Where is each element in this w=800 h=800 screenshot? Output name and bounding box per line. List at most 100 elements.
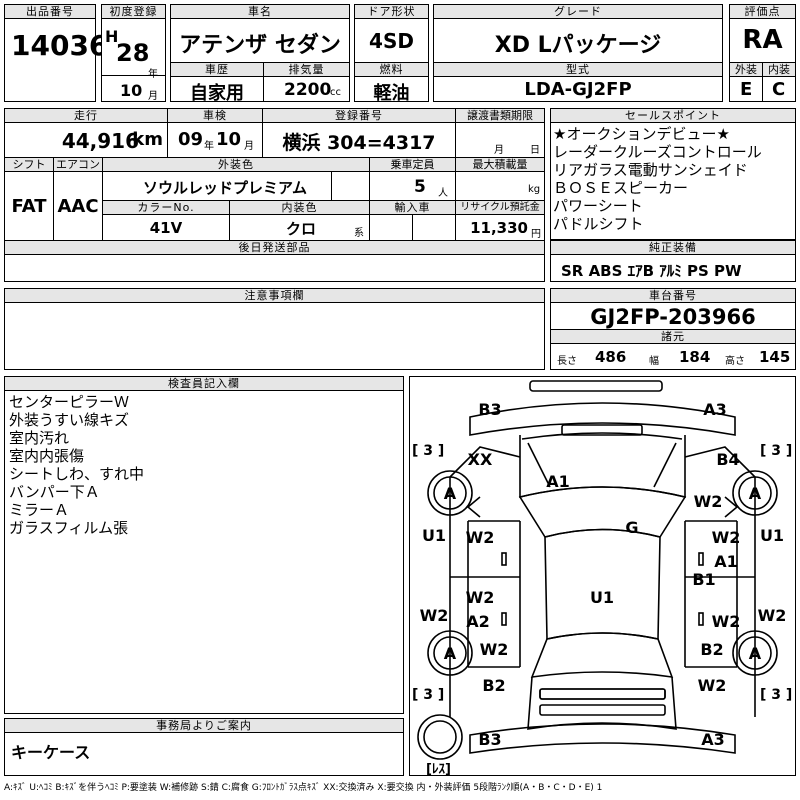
width-label: 幅 [649, 356, 659, 367]
damage-label: U1 [422, 526, 446, 545]
era: H [105, 27, 119, 46]
mileage-unit: km [132, 129, 163, 150]
int-color-unit: 系 [354, 228, 364, 239]
width: 184 [679, 348, 711, 366]
ext-int-box: 外装 内装 E C [729, 62, 796, 102]
ac: AAC [57, 196, 99, 217]
damage-label: W2 [758, 606, 787, 625]
capacity-unit: 人 [438, 188, 448, 199]
capacity-header: 乗車定員 [370, 158, 455, 172]
model-type-header: 型式 [434, 63, 722, 77]
damage-label: B4 [716, 450, 739, 469]
exterior-grade: E [740, 79, 753, 100]
insp-year: 09 [178, 129, 204, 150]
ext-color-header: 外装色 [103, 158, 369, 172]
max-load-box: 最大積載量 kg [455, 157, 545, 201]
tire-grade: A [749, 644, 762, 663]
inspection-box: 車検 09 年 10 月 [167, 108, 263, 158]
car-diagram: B3 A3 XX A1 B4 W2 U1 W2 G W2 A1 B1 U1 W2… [409, 376, 796, 776]
exterior-header: 外装 [730, 63, 763, 77]
score: RA [742, 25, 783, 55]
specs-box: 諸元 長さ 486 幅 184 高さ 145 [550, 329, 796, 370]
tire-count: [ 3 ] [760, 687, 792, 703]
mileage-header: 走行 [5, 109, 167, 123]
fuel: 軽油 [373, 83, 410, 104]
transfer-day-unit: 日 [530, 145, 540, 156]
door-box: ドア形状 4SD [354, 4, 429, 64]
genuine-box: 純正装備 SR ABS ｴｱB ｱﾙﾐ PS PW [550, 240, 796, 282]
displacement-header: 排気量 [264, 63, 349, 77]
displacement-unit: cc [330, 87, 341, 98]
damage-label: U1 [590, 588, 614, 607]
sales-point-item: パワーシート [553, 197, 643, 215]
damage-label: W2 [466, 528, 495, 547]
history-box: 車歴 自家用 [170, 62, 264, 104]
sales-point-item: レーダークルーズコントロール [553, 143, 762, 161]
mileage: 44,916 [61, 129, 139, 153]
damage-label: W2 [466, 588, 495, 607]
sales-point-item: パドルシフト [553, 215, 644, 233]
first-reg-header: 初度登録 [102, 5, 165, 19]
sales-point-item: ＢＯＳＥスピーカー [553, 179, 689, 197]
car-name-header: 車名 [171, 5, 349, 19]
tire-count: [ 3 ] [760, 443, 792, 459]
month-unit: 月 [148, 91, 158, 102]
tire-grade: A [749, 484, 762, 503]
legend: A:ｷｽﾞ U:ﾍｺﾐ B:ｷｽﾞを伴うﾍｺﾐ P:要塗装 W:補修跡 S:錆 … [4, 783, 603, 793]
inspector-note: センターピラーＷ [9, 393, 130, 411]
grade-header: グレード [434, 5, 722, 19]
recycle: 11,330 [470, 219, 528, 237]
inspector-note: ミラーＡ [9, 501, 70, 519]
reg-no-box: 登録番号 横浜 304=4317 [262, 108, 456, 158]
fuel-box: 燃料 軽油 [354, 62, 429, 104]
history: 自家用 [190, 83, 244, 104]
import-box: 輸入車 [369, 200, 456, 241]
history-header: 車歴 [171, 63, 263, 77]
inspector-note: バンパー下Ａ [9, 483, 100, 501]
mileage-box: 走行 44,916 km [4, 108, 168, 158]
office-header: 事務局よりご案内 [5, 719, 403, 733]
sales-point-box: セールスポイント ★オークションデビュー★ レーダークルーズコントロール リアガ… [550, 108, 796, 240]
chassis-header: 車台番号 [551, 289, 795, 303]
shift: FAT [11, 196, 47, 217]
transfer-month-unit: 月 [494, 145, 504, 156]
tire-grade: A [444, 644, 457, 663]
inspector-note: 室内汚れ [9, 429, 70, 447]
insp-month: 10 [216, 129, 242, 150]
door-header: ドア形状 [355, 5, 428, 19]
model-type: LDA-GJ2FP [524, 79, 632, 100]
tire-count: [ 3 ] [412, 443, 444, 459]
shift-header: シフト [5, 158, 53, 172]
recycle-header: リサイクル預託金 [456, 201, 544, 215]
damage-label: W2 [712, 528, 741, 547]
ext-color-box: 外装色 ソウルレッドプレミアム [102, 157, 370, 201]
damage-label: A1 [546, 472, 570, 491]
spare-tire: [ﾚｽ] [426, 762, 451, 775]
int-color-box: 内装色 クロ 系 [229, 200, 370, 241]
tire-count: [ 3 ] [412, 687, 444, 703]
import-header: 輸入車 [370, 201, 455, 215]
first-reg-box: 初度登録 H 28 年 10 月 [101, 4, 166, 102]
color-no: 41V [149, 219, 183, 237]
transfer-box: 譲渡書類期限 月 日 [455, 108, 545, 158]
lot-box: 出品番号 14036 [4, 4, 108, 102]
damage-label: A3 [703, 400, 727, 419]
length-label: 長さ [557, 356, 577, 367]
inspector-note: シートしわ、すれ中 [9, 465, 145, 483]
car-diagram-drawing: B3 A3 XX A1 B4 W2 U1 W2 G W2 A1 B1 U1 W2… [412, 380, 792, 775]
damage-label: W2 [712, 612, 741, 631]
damage-label: B2 [700, 640, 723, 659]
chassis-box: 車台番号 GJ2FP-203966 [550, 288, 796, 330]
interior-header: 内装 [763, 63, 795, 77]
notes-box: 注意事項欄 [4, 288, 545, 370]
damage-label: W2 [420, 606, 449, 625]
inspector-note: 外装うすい線キズ [9, 411, 130, 429]
ac-header: エアコン [54, 158, 102, 172]
grade-box: グレード XD Lパッケージ [433, 4, 723, 64]
damage-label: B2 [482, 676, 505, 695]
damage-label: G [625, 518, 638, 537]
damage-label: A1 [714, 552, 738, 571]
damage-label: W2 [480, 640, 509, 659]
notes-header: 注意事項欄 [5, 289, 544, 303]
damage-label: W2 [694, 492, 723, 511]
